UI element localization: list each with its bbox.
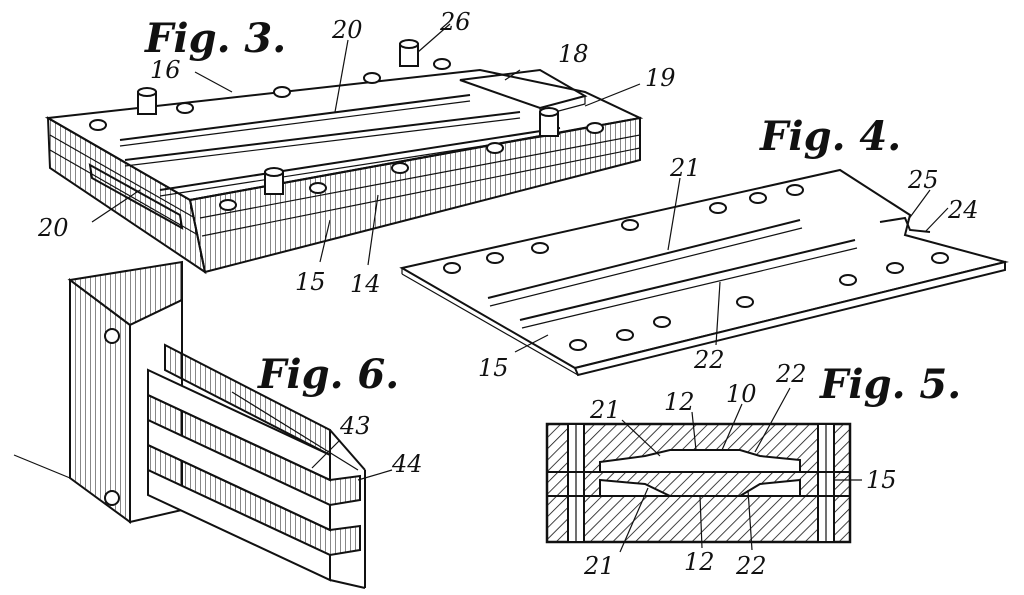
ref-19: 19	[645, 64, 676, 92]
ref-25: 25	[907, 166, 939, 194]
fig6-stack-section	[14, 262, 392, 588]
ref-22-top: 22	[775, 360, 807, 388]
ref-15-fig3: 15	[295, 268, 326, 296]
ref-10: 10	[726, 380, 757, 408]
ref-21-top: 21	[589, 396, 621, 424]
ref-26: 26	[439, 8, 471, 36]
ref-21-bottom: 21	[583, 552, 615, 580]
fig4-plate	[402, 170, 1005, 375]
fig6-title: Fig. 6.	[257, 351, 399, 398]
ref-44: 44	[391, 450, 423, 478]
fig4-title: Fig. 4.	[759, 113, 901, 160]
ref-18: 18	[558, 40, 589, 68]
ref-20-left: 20	[37, 214, 69, 242]
ref-14: 14	[350, 270, 381, 298]
ref-22-bottom: 22	[735, 552, 767, 580]
ref-15-fig4: 15	[478, 354, 509, 382]
dowel-pin	[400, 40, 418, 66]
ref-12-top: 12	[664, 388, 695, 416]
fig3-title: Fig. 3.	[144, 15, 286, 62]
ref-21-fig4: 21	[669, 154, 701, 182]
ref-24: 24	[947, 196, 979, 224]
ref-20-top: 20	[331, 16, 363, 44]
ref-12-bottom: 12	[684, 548, 715, 576]
dowel-pin	[265, 168, 283, 194]
fig5-title: Fig. 5.	[819, 361, 961, 408]
ref-16: 16	[150, 56, 181, 84]
ref-22-fig4: 22	[693, 346, 725, 374]
dowel-pin	[540, 108, 558, 136]
ref-15-fig5: 15	[866, 466, 897, 494]
ref-43: 43	[339, 412, 371, 440]
dowel-pin	[138, 88, 156, 114]
